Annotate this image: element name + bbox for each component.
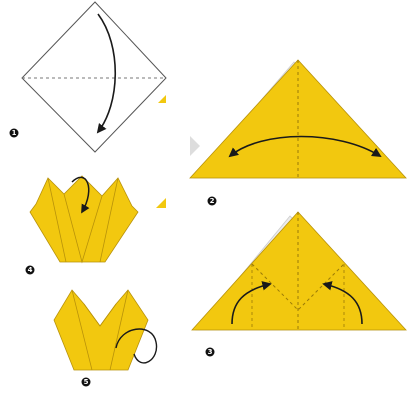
tulip-center-fold — [63, 193, 103, 264]
tulip-left-fold-line — [71, 289, 93, 371]
step-number-3: 3 — [208, 348, 213, 356]
step-2: 2 — [189, 59, 407, 206]
panel-divider-chevron — [190, 136, 200, 156]
tulip-right-petal-edge — [99, 177, 119, 263]
step-badge-4 — [25, 265, 35, 275]
step-badge-2 — [207, 196, 217, 206]
step-1: 1 — [9, 1, 167, 153]
step-number-5: 5 — [84, 378, 89, 386]
tulip-body-step4 — [29, 175, 139, 263]
step-badge-3 — [205, 347, 215, 357]
left-fold-guide — [251, 263, 345, 311]
step-badge-1 — [9, 128, 19, 138]
fragment-peek-2 — [156, 198, 166, 208]
fold-petal-arrow — [71, 176, 90, 214]
turn-over-arrow — [115, 328, 158, 364]
yellow-triangle-step2 — [189, 59, 407, 179]
tulip-left-petal-edge — [47, 177, 67, 263]
fold-both-sides-arrow — [228, 135, 382, 158]
fragment-peek-1 — [158, 95, 166, 103]
fold-down-arrow — [96, 13, 117, 134]
step-number-1: 1 — [12, 129, 17, 137]
yellow-triangle-step3 — [191, 211, 407, 331]
step-5: 5 — [53, 289, 158, 387]
tulip-v-fold — [83, 303, 117, 327]
step-4: 4 — [25, 175, 139, 275]
paper-square-diamond — [21, 1, 167, 153]
step-number-2: 2 — [210, 197, 215, 205]
step-number-4: 4 — [28, 266, 33, 274]
step-3: 3 — [191, 211, 407, 357]
fold-left-up-arrow — [231, 281, 272, 325]
tulip-right-fold-line — [109, 289, 129, 371]
fold-right-up-arrow — [322, 281, 363, 325]
step-badge-5 — [81, 377, 91, 387]
